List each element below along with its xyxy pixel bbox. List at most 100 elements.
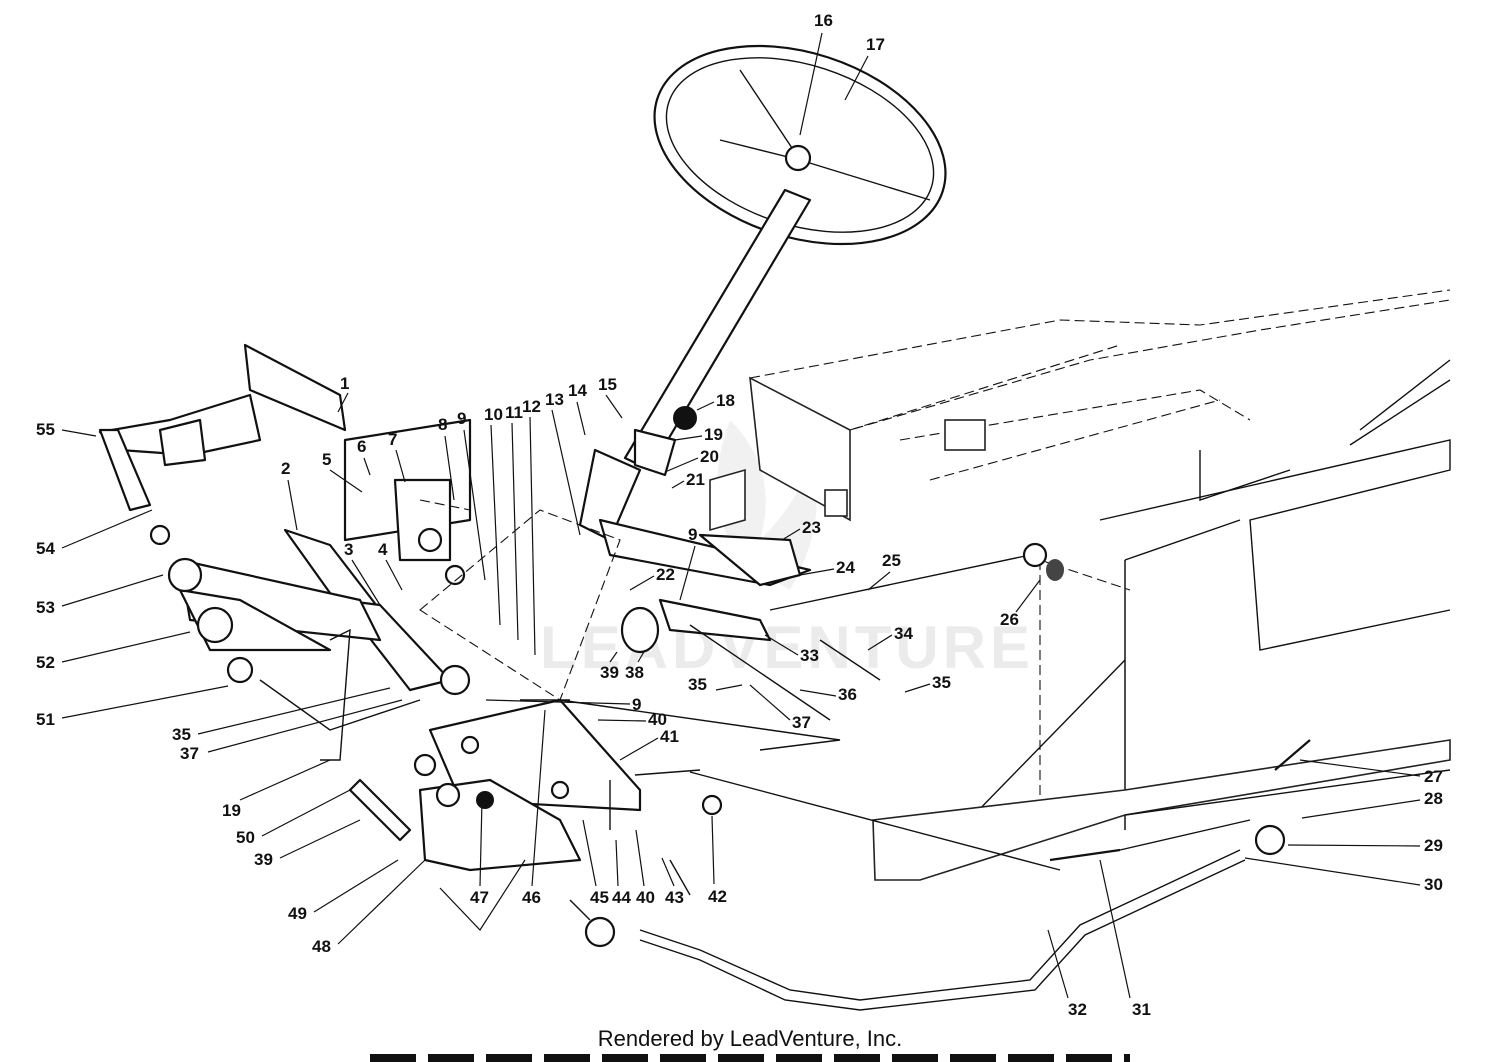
callout-9-mid: 9 xyxy=(679,525,697,601)
svg-text:41: 41 xyxy=(660,727,679,746)
callout-49: 49 xyxy=(288,859,399,923)
callout-40-bottom: 40 xyxy=(635,829,655,907)
svg-text:7: 7 xyxy=(388,430,397,449)
svg-text:16: 16 xyxy=(814,11,833,30)
svg-text:13: 13 xyxy=(545,390,564,409)
svg-text:47: 47 xyxy=(470,888,489,907)
svg-text:29: 29 xyxy=(1424,836,1443,855)
callout-17: 17 xyxy=(844,35,885,101)
svg-text:48: 48 xyxy=(312,937,331,956)
callout-55: 55 xyxy=(36,420,97,439)
callout-2: 2 xyxy=(281,459,298,531)
callout-45: 45 xyxy=(582,819,609,907)
svg-text:45: 45 xyxy=(590,888,609,907)
steering-assembly xyxy=(578,44,947,587)
callout-20: 20 xyxy=(664,447,719,473)
callout-26: 26 xyxy=(1000,579,1041,629)
svg-text:30: 30 xyxy=(1424,875,1443,894)
svg-text:32: 32 xyxy=(1068,1000,1087,1019)
callout-25: 25 xyxy=(867,551,901,591)
svg-text:53: 53 xyxy=(36,598,55,617)
callout-44: 44 xyxy=(612,839,631,907)
svg-text:10: 10 xyxy=(484,405,503,424)
callout-39-bottom: 39 xyxy=(254,819,361,869)
callout-43: 43 xyxy=(661,857,684,907)
svg-text:40: 40 xyxy=(636,888,655,907)
callout-37-left: 37 xyxy=(180,699,403,763)
svg-text:23: 23 xyxy=(802,518,821,537)
callout-16: 16 xyxy=(799,11,833,136)
svg-text:6: 6 xyxy=(357,437,366,456)
callout-35-mid: 35 xyxy=(688,675,743,694)
rod-cable-assembly xyxy=(569,542,1311,1011)
svg-text:5: 5 xyxy=(322,450,331,469)
svg-text:35: 35 xyxy=(932,673,951,692)
callout-48: 48 xyxy=(312,859,426,956)
svg-text:22: 22 xyxy=(656,565,675,584)
svg-text:21: 21 xyxy=(686,470,705,489)
callout-22: 22 xyxy=(629,565,675,591)
callout-33: 33 xyxy=(764,634,819,665)
callout-11: 11 xyxy=(505,403,523,641)
callout-46: 46 xyxy=(522,709,546,907)
chassis-frame xyxy=(709,289,1451,881)
center-plates xyxy=(320,509,642,872)
callout-18: 18 xyxy=(696,391,735,411)
svg-text:36: 36 xyxy=(838,685,857,704)
svg-text:28: 28 xyxy=(1424,789,1443,808)
callout-31: 31 xyxy=(1099,859,1151,1019)
callout-37-mid: 37 xyxy=(749,684,811,732)
svg-text:17: 17 xyxy=(866,35,885,54)
svg-text:15: 15 xyxy=(598,375,617,394)
callout-3: 3 xyxy=(344,540,381,606)
callout-9-center: 9 xyxy=(485,695,641,714)
svg-text:9: 9 xyxy=(688,525,697,544)
callout-12: 12 xyxy=(522,397,541,656)
svg-text:20: 20 xyxy=(700,447,719,466)
svg-text:9: 9 xyxy=(457,409,466,428)
svg-text:27: 27 xyxy=(1424,767,1443,786)
callout-7: 7 xyxy=(388,430,406,483)
cut-off-caption xyxy=(370,1054,1130,1062)
callout-51: 51 xyxy=(36,685,229,729)
svg-text:43: 43 xyxy=(665,888,684,907)
callout-24: 24 xyxy=(799,558,855,577)
callout-38: 38 xyxy=(625,649,646,682)
svg-text:49: 49 xyxy=(288,904,307,923)
callout-27: 27 xyxy=(1299,759,1443,786)
callout-30: 30 xyxy=(1244,857,1443,894)
svg-text:26: 26 xyxy=(1000,610,1019,629)
callout-35-left: 35 xyxy=(172,687,391,744)
svg-text:11: 11 xyxy=(505,403,523,422)
callout-32: 32 xyxy=(1047,929,1087,1019)
group-lines xyxy=(259,499,841,751)
svg-text:35: 35 xyxy=(172,725,191,744)
callout-21: 21 xyxy=(671,470,705,489)
svg-text:9: 9 xyxy=(632,695,641,714)
callout-50: 50 xyxy=(236,789,351,847)
svg-text:40: 40 xyxy=(648,710,667,729)
svg-text:39: 39 xyxy=(254,850,273,869)
callout-34: 34 xyxy=(867,624,913,651)
callout-54: 54 xyxy=(36,509,153,558)
svg-text:18: 18 xyxy=(716,391,735,410)
svg-text:50: 50 xyxy=(236,828,255,847)
svg-text:24: 24 xyxy=(836,558,855,577)
callout-28: 28 xyxy=(1301,789,1443,819)
svg-text:12: 12 xyxy=(522,397,541,416)
svg-text:54: 54 xyxy=(36,539,55,558)
footer-credit: Rendered by LeadVenture, Inc. xyxy=(597,1026,903,1051)
callout-8: 8 xyxy=(438,415,455,501)
svg-text:25: 25 xyxy=(882,551,901,570)
callout-39-mid: 39 xyxy=(600,651,619,682)
svg-text:33: 33 xyxy=(800,646,819,665)
svg-text:55: 55 xyxy=(36,420,55,439)
svg-text:31: 31 xyxy=(1132,1000,1151,1019)
callout-19-top: 19 xyxy=(674,425,723,444)
pedal-linkage xyxy=(98,343,472,696)
callout-41: 41 xyxy=(619,727,679,761)
callout-40-top: 40 xyxy=(597,710,667,729)
callout-5: 5 xyxy=(322,450,363,493)
callout-36: 36 xyxy=(799,685,857,704)
